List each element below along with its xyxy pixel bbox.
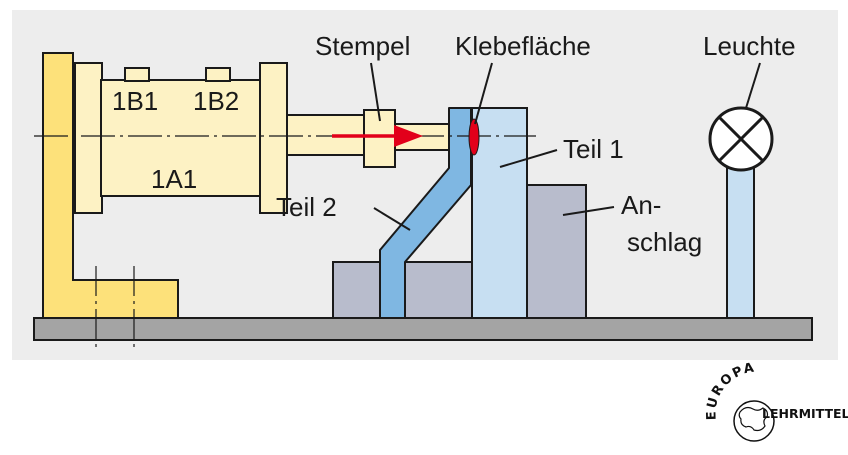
lamp-cross-line-2 (717, 115, 765, 163)
position-sensor-1b1 (124, 67, 150, 82)
lamp-post (726, 167, 755, 319)
label-klebeflaeche: Klebefläche (455, 31, 591, 61)
label-leuchte: Leuchte (703, 31, 796, 61)
leader-stempel (370, 62, 381, 122)
label-anschlag-line1: An- (621, 190, 661, 220)
label-1b1: 1B1 (112, 86, 158, 116)
cylinder-end-cap-right (259, 62, 288, 214)
logo-text-lehrmittel: LEHRMITTEL (762, 406, 848, 421)
base-plate (33, 317, 813, 341)
glue-surface-marker (468, 118, 480, 156)
motion-arrow-icon (394, 125, 423, 147)
label-1a1: 1A1 (151, 164, 197, 194)
cylinder-end-cap-left (74, 62, 103, 214)
leader-teil1 (499, 149, 558, 168)
cylinder-body (100, 79, 262, 197)
label-anschlag-line2: schlag (627, 227, 702, 257)
globe-land-shape (738, 406, 769, 432)
stop-block-anschlag (526, 184, 587, 319)
part-teil-1 (471, 107, 528, 319)
leader-klebeflaeche (474, 62, 493, 125)
leader-teil2 (373, 207, 411, 231)
leader-anschlag (562, 206, 615, 216)
europa-lehrmittel-logo: EUROPA LEHRMITTEL (704, 360, 848, 442)
label-teil2: Teil 2 (276, 192, 337, 222)
label-1b2: 1B2 (193, 86, 239, 116)
leader-leuchte (745, 62, 761, 109)
label-teil1: Teil 1 (563, 134, 624, 164)
label-stempel: Stempel (315, 31, 410, 61)
position-sensor-1b2 (205, 67, 231, 82)
